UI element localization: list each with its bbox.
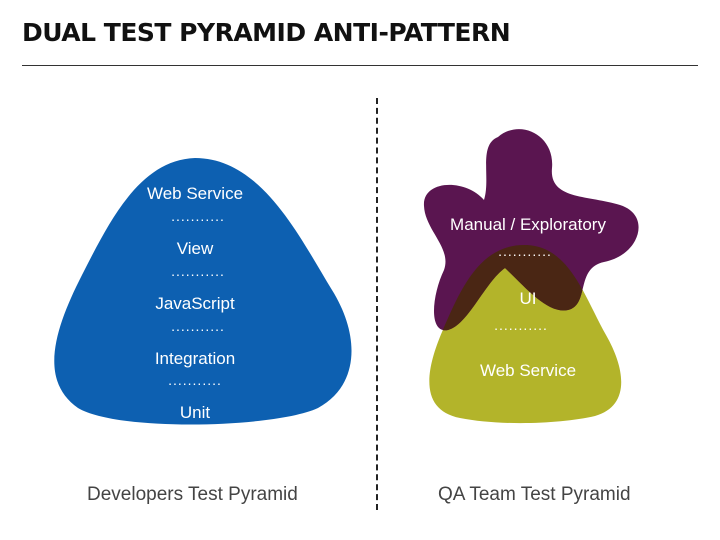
- developers-caption: Developers Test Pyramid: [87, 484, 298, 505]
- qa-overlap-shape: [429, 244, 622, 331]
- dev-layer-integration: Integration: [155, 349, 235, 368]
- dev-separator: ...........: [171, 208, 225, 224]
- qa-caption: QA Team Test Pyramid: [438, 484, 631, 505]
- slide-title: DUAL TEST PYRAMID ANTI-PATTERN: [22, 18, 511, 47]
- dev-layer-unit: Unit: [180, 403, 211, 422]
- qa-layer-ui: UI: [520, 289, 537, 308]
- title-underline: [22, 65, 698, 66]
- dev-separator: ...........: [171, 318, 225, 334]
- developers-pyramid-shape: [54, 158, 352, 425]
- dev-layer-web-service: Web Service: [147, 184, 243, 203]
- dev-layer-view: View: [177, 239, 214, 258]
- qa-layer-web-service: Web Service: [480, 361, 576, 380]
- qa-layer-manual-exploratory: Manual / Exploratory: [450, 215, 606, 234]
- qa-separator: ...........: [494, 317, 548, 333]
- dev-layer-javascript: JavaScript: [155, 294, 235, 313]
- dev-separator: ...........: [171, 263, 225, 279]
- dev-separator: ...........: [168, 372, 222, 388]
- qa-separator: ...........: [498, 243, 552, 259]
- dashed-divider: [376, 98, 378, 510]
